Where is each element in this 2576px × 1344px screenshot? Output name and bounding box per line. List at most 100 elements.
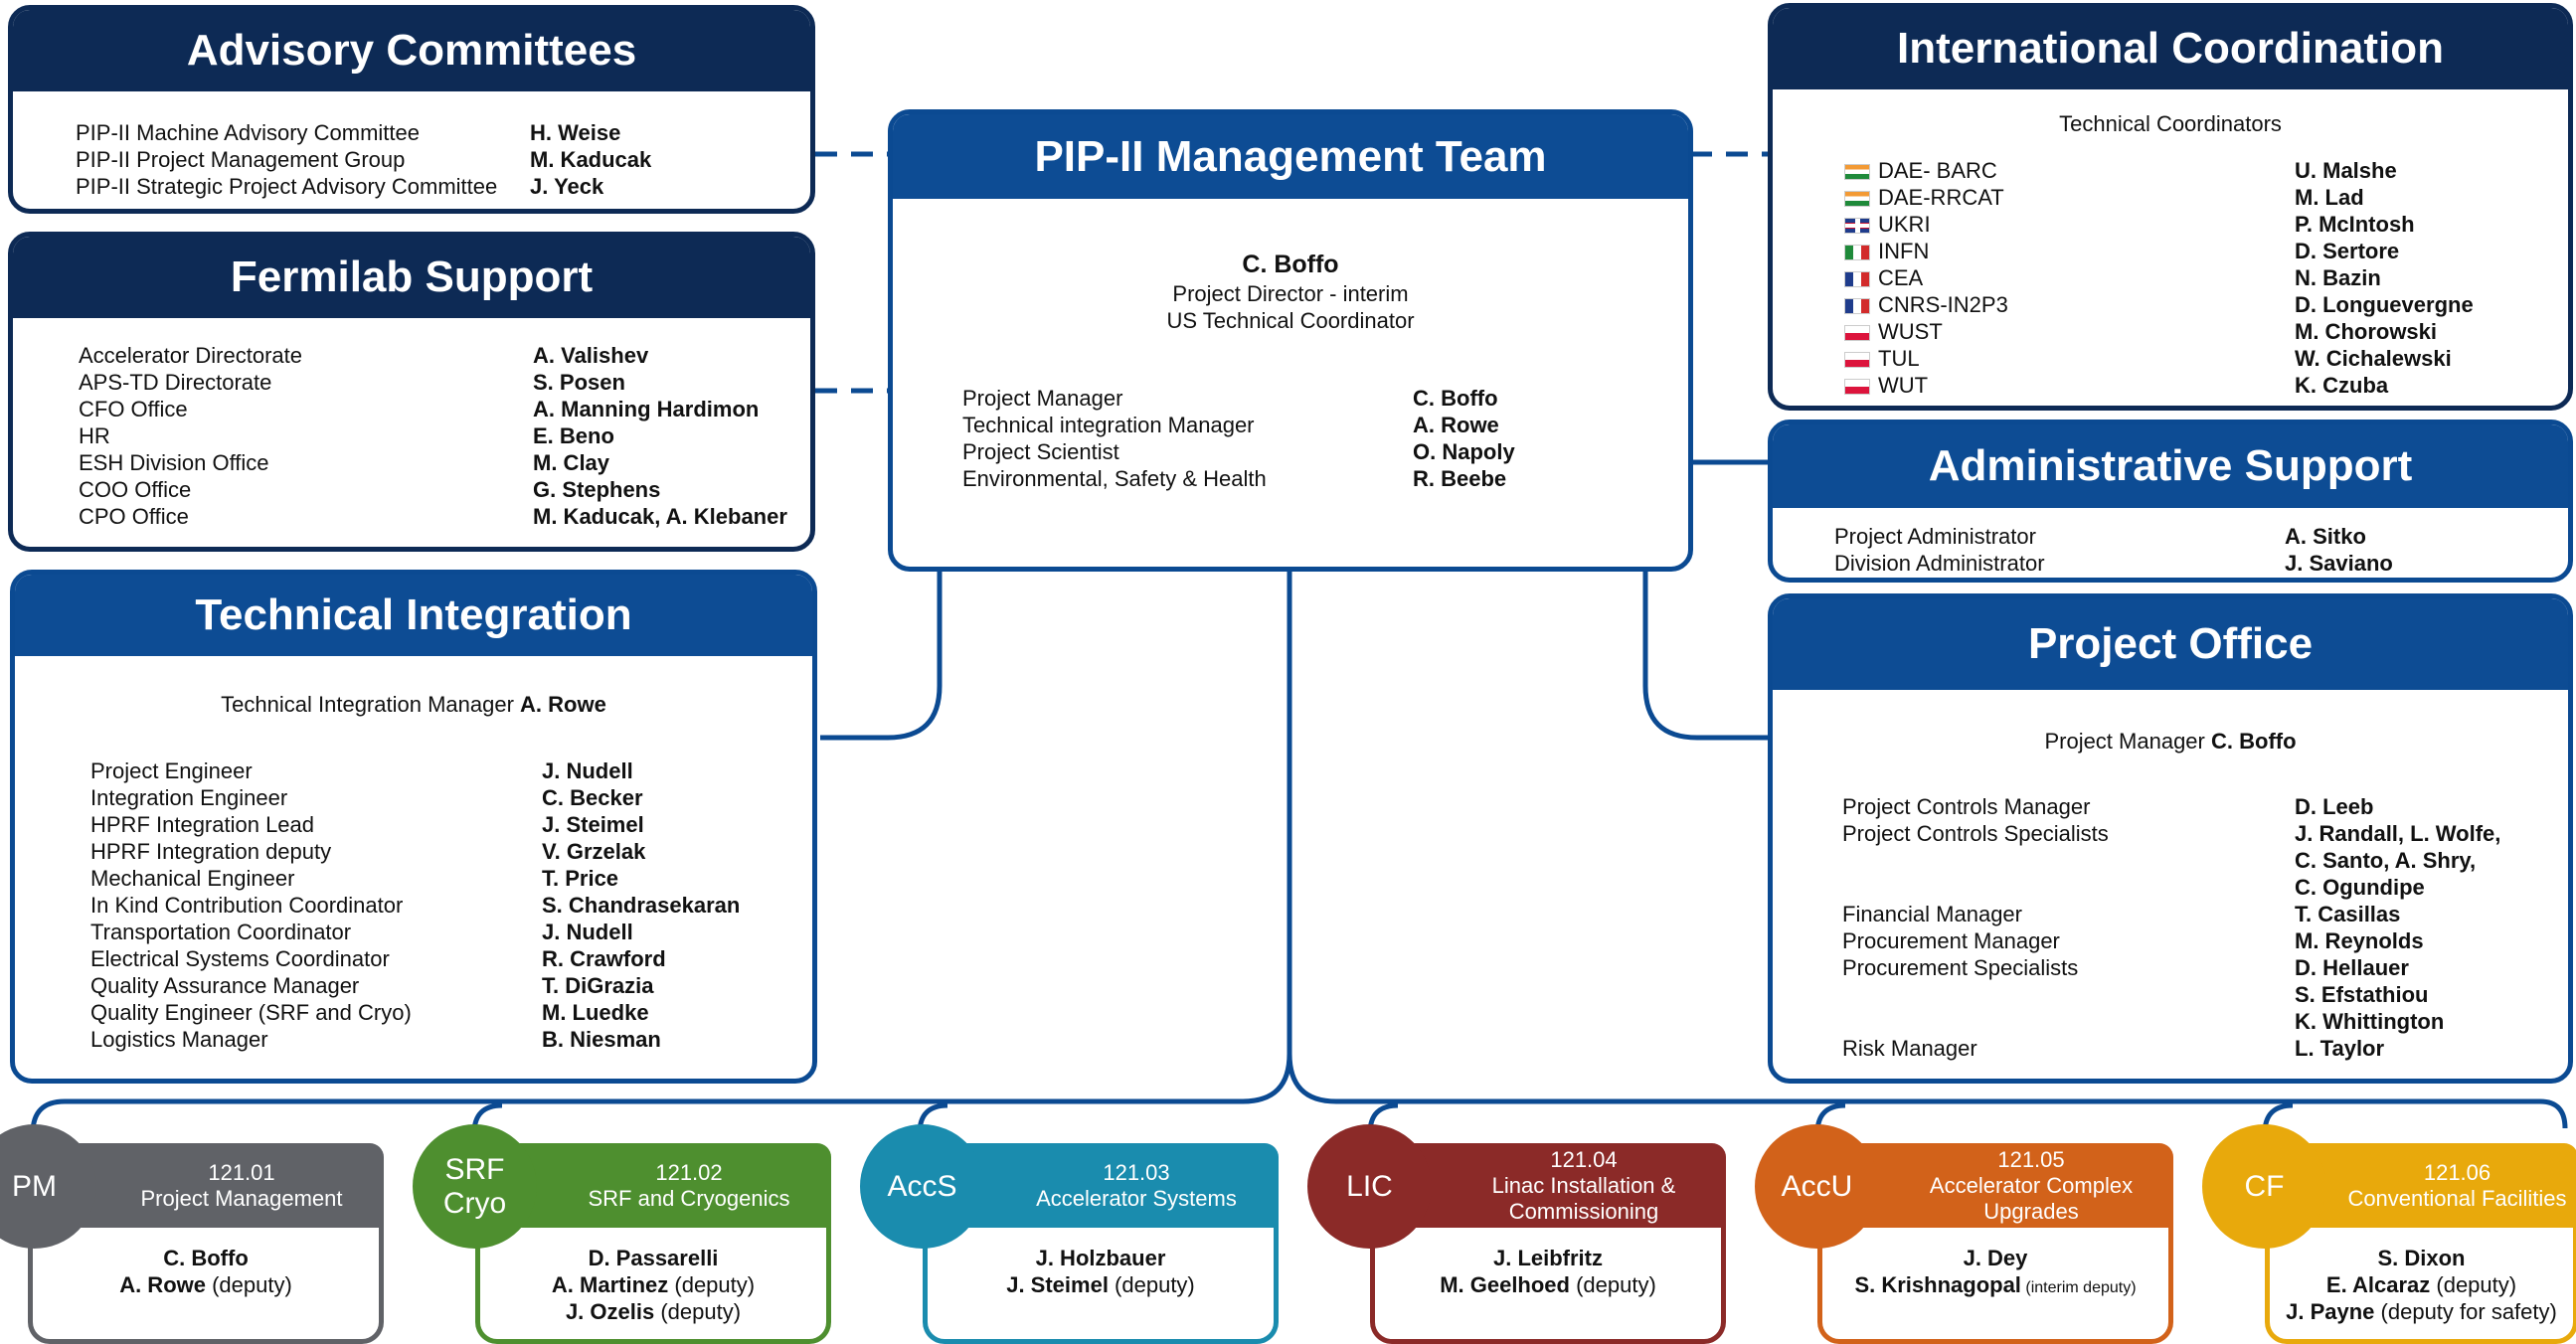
wbs-abbr-circle: AccU — [1755, 1124, 1879, 1249]
person-name: M. Kaducak — [530, 147, 652, 172]
role-label: Quality Assurance Manager — [90, 972, 359, 999]
project-office-box: Project Office Project Manager C. Boffo … — [1768, 593, 2573, 1084]
role-label-text: Environmental, Safety & Health — [962, 466, 1267, 491]
role-label-text: PIP-II Strategic Project Advisory Commit… — [76, 174, 498, 199]
project-office-manager: Project Manager C. Boffo — [1773, 728, 2568, 755]
role-label-text: DAE- BARC — [1878, 158, 1997, 183]
role-label-text: Electrical Systems Coordinator — [90, 946, 390, 971]
role-label: Procurement Specialists — [1842, 954, 2078, 981]
role-label: DAE-RRCAT — [1844, 184, 2004, 211]
wbs-number: 121.06 — [2423, 1159, 2491, 1185]
role-label-text: HPRF Integration Lead — [90, 812, 315, 837]
wbs-person-role: (deputy) — [1569, 1272, 1656, 1297]
person-name: M. Clay — [533, 450, 610, 475]
role-label-text: Project Administrator — [1834, 524, 2036, 549]
wbs-person-name: D. Passarelli — [588, 1246, 719, 1270]
person-name: D. Hellauer — [2295, 955, 2409, 980]
management-team-box: PIP-II Management Team C. Boffo Project … — [888, 109, 1693, 572]
wbs-person-name: A. Martinez — [551, 1272, 669, 1297]
person-name: R. Beebe — [1413, 466, 1507, 491]
person-name: K. Whittington — [2295, 1009, 2445, 1034]
wbs-abbr: SRF Cryo — [442, 1152, 507, 1220]
role-label: CPO Office — [79, 503, 189, 530]
wbs-abbr: CF — [2244, 1169, 2285, 1203]
role-label: Procurement Manager — [1842, 927, 2060, 954]
role-label-text: Quality Assurance Manager — [90, 973, 360, 998]
wbs-abbr-circle: AccS — [860, 1124, 984, 1249]
wbs-name: Linac Installation & Commissioning — [1491, 1172, 1676, 1224]
technical-integration-manager: Technical Integration Manager A. Rowe — [15, 691, 812, 718]
role-label: Integration Engineer — [90, 784, 287, 811]
wbs-number: 121.02 — [655, 1159, 723, 1185]
person-name: J. Nudell — [542, 758, 633, 783]
role-label: HR — [79, 422, 110, 449]
person-name: A. Valishev — [533, 343, 649, 368]
wbs-person: S. Dixon — [2270, 1245, 2573, 1271]
person-name: G. Stephens — [533, 477, 661, 502]
role-label: APS-TD Directorate — [79, 369, 271, 396]
technical-integration-title: Technical Integration — [15, 575, 812, 656]
role-label: Project Controls Manager — [1842, 793, 2090, 820]
role-label: Environmental, Safety & Health — [962, 465, 1267, 492]
role-label-text: Logistics Manager — [90, 1027, 268, 1052]
international-coordination-box: International Coordination Technical Coo… — [1768, 3, 2573, 411]
role-label: Division Administrator — [1834, 550, 2045, 577]
person-name: E. Beno — [533, 423, 614, 448]
role-label-text: HPRF Integration deputy — [90, 839, 332, 864]
project-office-title: Project Office — [1773, 598, 2568, 690]
person-name: J. Steimel — [542, 812, 644, 837]
person-name: C. Becker — [542, 785, 643, 810]
role-label: PIP-II Project Management Group — [76, 146, 405, 173]
advisory-committees-box: Advisory Committees PIP-II Machine Advis… — [8, 5, 815, 214]
administrative-support-box: Administrative Support Project Administr… — [1768, 420, 2573, 583]
role-label-text: Technical integration Manager — [962, 413, 1255, 437]
uk-flag-icon — [1844, 218, 1870, 235]
person-name: A. Sitko — [2285, 524, 2366, 549]
person-name: M. Reynolds — [2295, 928, 2424, 953]
wbs-person-name: E. Alcaraz — [2325, 1272, 2431, 1297]
wbs-person-role: (deputy) — [1108, 1272, 1195, 1297]
fermilab-support-title: Fermilab Support — [13, 237, 810, 318]
person-name: C. Santo, A. Shry, — [2295, 848, 2477, 873]
role-label-text: Procurement Manager — [1842, 928, 2060, 953]
role-label-text: Project Scientist — [962, 439, 1119, 464]
role-label: Financial Manager — [1842, 901, 2022, 927]
wbs-person-name: J. Payne — [2286, 1299, 2375, 1324]
wbs-person-name: J. Dey — [1963, 1246, 2028, 1270]
role-label-text: Quality Engineer (SRF and Cryo) — [90, 1000, 412, 1025]
role-label-text: Project Engineer — [90, 758, 253, 783]
italy-flag-icon — [1844, 245, 1870, 261]
person-name: J. Yeck — [530, 174, 604, 199]
wbs-number: 121.04 — [1550, 1146, 1618, 1172]
person-name: S. Chandrasekaran — [542, 893, 741, 918]
role-label-text: Financial Manager — [1842, 902, 2022, 926]
role-label-text: Project Manager — [962, 386, 1123, 411]
director-role: Project Director - interim — [1172, 281, 1409, 306]
wbs-person-name: J. Holzbauer — [1035, 1246, 1166, 1270]
role-label: Transportation Coordinator — [90, 919, 351, 945]
wbs-abbr: AccS — [887, 1169, 957, 1203]
person-name: M. Luedke — [542, 1000, 649, 1025]
person-name: D. Leeb — [2295, 794, 2374, 819]
person-name: S. Efstathiou — [2295, 982, 2429, 1007]
role-label: Technical integration Manager — [962, 412, 1255, 438]
wbs-person-name: S. Krishnagopal — [1854, 1272, 2021, 1297]
wbs-person: A. Martinez (deputy) — [480, 1271, 826, 1298]
poland-flag-icon — [1844, 379, 1870, 396]
person-name: M. Kaducak, A. Klebaner — [533, 504, 787, 529]
role-label: ESH Division Office — [79, 449, 269, 476]
wbs-person-role: (deputy) — [654, 1299, 742, 1324]
person-name: A. Manning Hardimon — [533, 397, 760, 421]
role-label-text: DAE-RRCAT — [1878, 185, 2004, 210]
fermilab-support-box: Fermilab Support Accelerator Directorate… — [8, 232, 815, 552]
role-label-text: APS-TD Directorate — [79, 370, 272, 395]
role-label: HPRF Integration Lead — [90, 811, 314, 838]
person-name: B. Niesman — [542, 1027, 661, 1052]
role-label-text: Transportation Coordinator — [90, 920, 352, 944]
